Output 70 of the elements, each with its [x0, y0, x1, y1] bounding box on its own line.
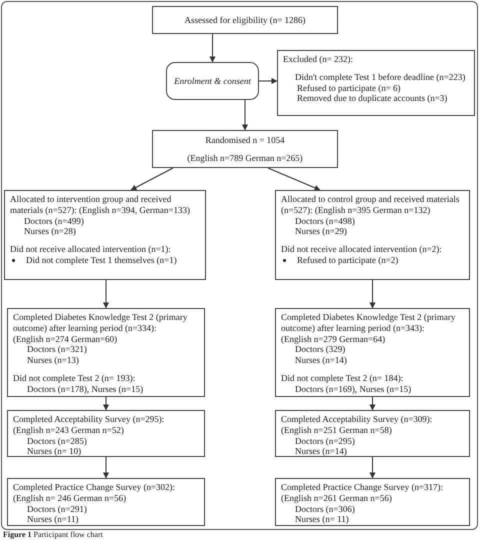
box-text: (English n=261 German n=56)	[281, 492, 393, 504]
flow-box	[7, 478, 205, 526]
arrow	[268, 168, 320, 191]
box-text: Completed Practice Change Survey (n=302):	[13, 482, 176, 493]
box-text: Nurses (n= 10)	[26, 446, 82, 458]
box-text: Did not complete Test 2 (n= 193):	[13, 372, 136, 384]
box-text: Assessed for eligibility (n= 1286)	[183, 14, 307, 26]
box-text: Doctors (n=178), Nurses (n=15)	[26, 384, 144, 395]
box-text: Completed Acceptability Survey (n=309):	[281, 414, 434, 425]
arrow	[370, 396, 376, 410]
process-box	[166, 62, 259, 100]
box-text: (English n=251 German n=58)	[281, 424, 393, 436]
flow-box	[7, 308, 205, 397]
box-text: Doctors (n=291)	[26, 504, 88, 514]
arrow	[130, 168, 174, 190]
box-text: Completed Diabetes Knowledge Test 2 (primary outcome) after learning period (n=343):	[281, 312, 456, 334]
flow-box	[7, 410, 205, 457]
box-text: Doctors (n=499)	[23, 216, 85, 226]
box-text: Refused to participate (n=2)	[281, 254, 464, 266]
arrow	[370, 456, 376, 478]
box-text: Didn't complete Test 1 before deadline (n=223)	[294, 72, 466, 83]
box-text: Nurses (n=13)	[26, 355, 80, 366]
flow-box	[275, 478, 470, 526]
flow-box	[152, 6, 338, 34]
box-text: Randomised n = 1054	[204, 134, 286, 146]
box-text: (English n=274 German=60)	[13, 334, 118, 344]
box-text: Nurses (n=14)	[294, 355, 348, 366]
flow-box	[275, 308, 470, 397]
box-text: Excluded (n= 232):	[283, 54, 354, 65]
box-text: Allocated to control group and received materials (n=527): (English n=395 German n=132)	[281, 194, 460, 216]
flow-box	[275, 190, 470, 280]
box-text: Did not receive allocated intervention (n=1):	[10, 244, 172, 255]
box-text: Nurses (n=29)	[294, 226, 348, 238]
box-text: Allocated to intervention group and received materials (n=527): (English n=394, German=133)	[10, 194, 191, 216]
arrow	[370, 280, 376, 308]
box-text: Nurses (n=11)	[26, 514, 80, 526]
box-text: Did not complete Test 1 themselves (n=1)	[10, 254, 200, 266]
box-text: Enrolment & consent	[173, 76, 252, 86]
caption: Figure 1 Participant flow chart	[3, 530, 103, 539]
box-text: Nurses (n=14)	[294, 446, 348, 458]
box-text: Completed Diabetes Knowledge Test 2 (primary outcome) after learning period (n=334):	[13, 312, 188, 334]
flow-box	[4, 190, 206, 280]
arrow	[103, 456, 109, 478]
box-text: Completed Acceptability Survey (n=295):	[13, 414, 166, 425]
box-text: Doctors (n=306)	[294, 504, 356, 514]
box-text: Doctors (n=285)	[26, 436, 88, 446]
box-text: Did not complete Test 2 (n= 184):	[281, 372, 404, 384]
flow-box	[275, 410, 470, 457]
arrow	[258, 78, 278, 84]
arrow	[103, 280, 109, 308]
box-text: Doctors (n=321)	[26, 344, 88, 356]
box-text: Refused to participate (n= 6)	[296, 82, 402, 94]
box-text: (English n=279 German=64)	[281, 334, 386, 344]
flow-box	[152, 130, 338, 168]
box-text: Nurses (n=28)	[23, 226, 77, 238]
box-text: (English n= 246 German n=56)	[13, 492, 128, 504]
flow-box	[277, 50, 475, 116]
box-text: Completed Practice Change Survey (n=317):	[281, 482, 444, 493]
box-text: Removed due to duplicate accounts (n=3)	[296, 93, 448, 104]
box-text: (English n=789 German n=265)	[186, 152, 304, 164]
arrow	[103, 396, 109, 410]
box-text: Doctors (n=295)	[294, 436, 356, 446]
arrow	[242, 100, 248, 130]
box-text: Doctors (n=498)	[294, 216, 356, 226]
box-text: Did not receive allocated intervention (n=2):	[281, 244, 443, 255]
box-text: Nurses (n= 11)	[294, 514, 350, 526]
box-text: (English n=243 German n=52)	[13, 424, 125, 436]
arrow	[210, 34, 216, 62]
box-text: Doctors (n=169), Nurses (n=15)	[294, 384, 412, 395]
box-text: Doctors (329)	[294, 344, 346, 356]
